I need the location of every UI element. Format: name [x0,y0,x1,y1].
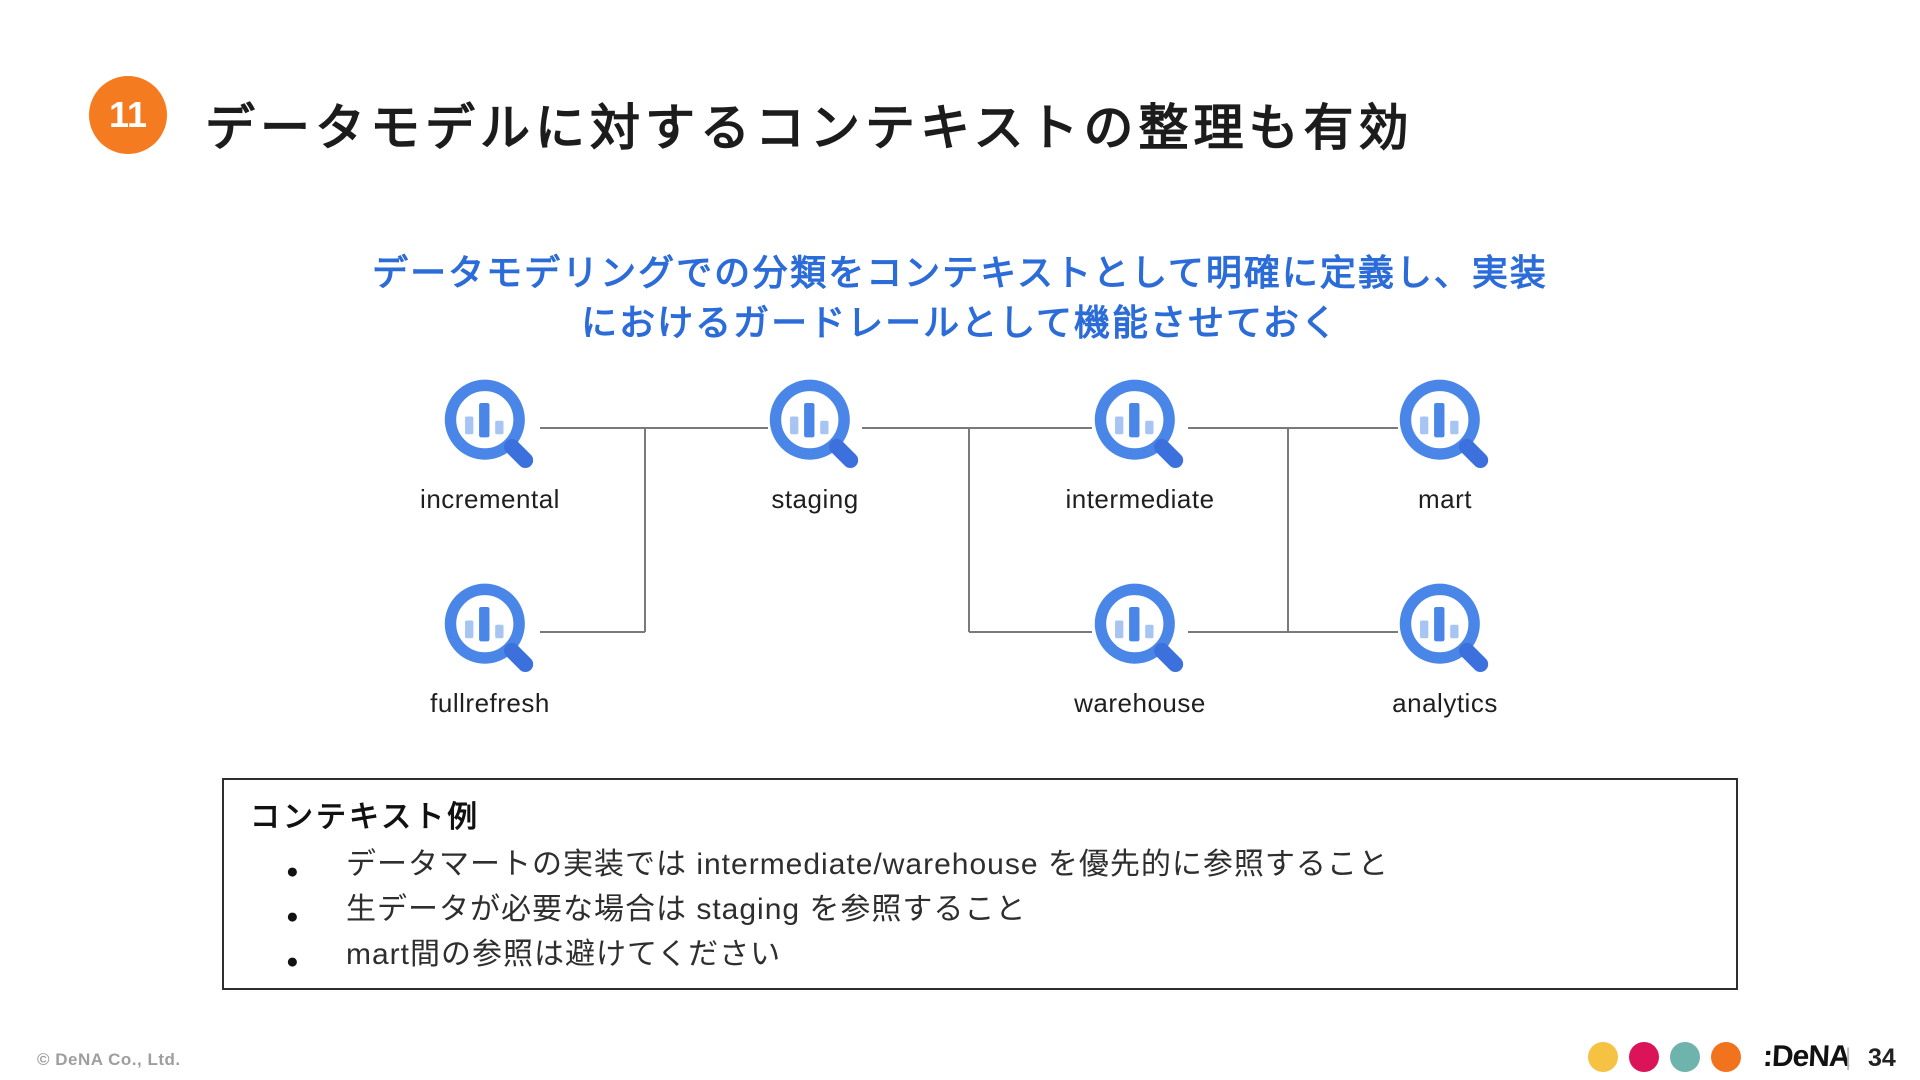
node-label: mart [1418,484,1472,514]
node-analytics: analytics [1355,580,1535,719]
node-incremental: incremental [400,376,580,515]
context-bullet-list: データマートの実装では intermediate/warehouse を優先的に… [250,846,1710,981]
brand-dot-2 [1670,1042,1700,1072]
brand-dot-1 [1629,1042,1659,1072]
context-bullet: データマートの実装では intermediate/warehouse を優先的に… [250,846,1710,891]
slide-number-badge-text: 11 [108,94,148,135]
magnifier-bar-chart-icon [1094,583,1184,673]
node-warehouse: warehouse [1050,580,1230,719]
node-label: staging [771,484,859,514]
dena-logo: :DeNA [1762,1040,1851,1073]
lead-text: データモデリングでの分類をコンテキストとして明確に定義し、実装 におけるガードレ… [0,248,1920,348]
context-example-box: コンテキスト例 データマートの実装では intermediate/warehou… [222,778,1738,990]
magnifier-bar-chart-icon [444,583,534,673]
magnifier-bar-chart-icon [1399,583,1489,673]
node-fullrefresh: fullrefresh [400,580,580,719]
node-label: fullrefresh [430,688,550,718]
node-staging: staging [725,376,905,515]
brand-dot-0 [1588,1042,1618,1072]
context-box-title: コンテキスト例 [250,801,481,834]
node-mart: mart [1355,376,1535,515]
lead-text-line2: におけるガードレールとして機能させておく [581,302,1339,343]
magnifier-bar-chart-icon [444,379,534,469]
brand-dots [1588,1042,1741,1072]
page-title: データモデルに対するコンテキストの整理も有効 [205,100,1414,156]
slide-number-badge: 11 [89,76,167,154]
page-number: 34 [1868,1044,1896,1072]
magnifier-bar-chart-icon [769,379,859,469]
node-label: warehouse [1074,688,1206,718]
context-bullet: mart間の参照は避けてください [250,936,1710,981]
node-intermediate: intermediate [1050,376,1230,515]
node-label: analytics [1392,688,1498,718]
node-label: incremental [420,484,560,514]
brand-dot-3 [1711,1042,1741,1072]
lead-text-line1: データモデリングでの分類をコンテキストとして明確に定義し、実装 [372,252,1548,293]
context-bullet: 生データが必要な場合は staging を参照すること [250,891,1710,936]
copyright-text: © DeNA Co., Ltd. [37,1050,181,1069]
page-number-separator: | [1845,1044,1852,1071]
magnifier-bar-chart-icon [1094,379,1184,469]
magnifier-bar-chart-icon [1399,379,1489,469]
node-label: intermediate [1065,484,1215,514]
